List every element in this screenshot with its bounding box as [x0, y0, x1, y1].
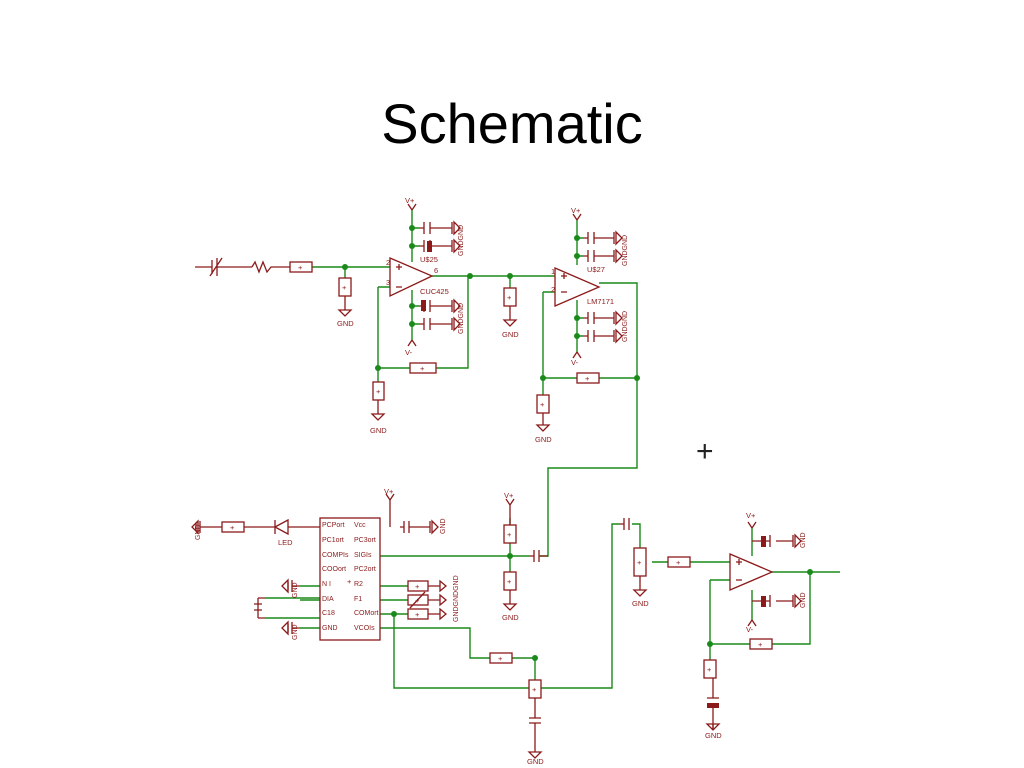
- vplus-label-1: V+: [405, 196, 415, 205]
- plus-r4: +: [376, 387, 381, 396]
- u25-label: U$25: [420, 255, 438, 264]
- gnd-label-5: GND: [502, 613, 519, 622]
- pin1-label-2: 1: [551, 267, 555, 276]
- gnd-label-v5: GND: [800, 532, 807, 548]
- gnd-label-v6: GND: [800, 592, 807, 608]
- pin3-label-1: 3: [386, 278, 390, 287]
- resistor-r14: [489, 652, 513, 664]
- vplus-label-2: V+: [571, 206, 581, 215]
- plus-r6: +: [585, 374, 590, 383]
- plus-r1: +: [298, 263, 303, 272]
- vplus-label-5: V+: [746, 511, 756, 520]
- plus-r8: +: [230, 523, 235, 532]
- vminus-label-3: V-: [746, 625, 754, 634]
- plus-chip: +: [347, 577, 352, 586]
- gnd-label-7: GND: [527, 757, 544, 766]
- resistor-r17: [667, 556, 691, 568]
- chip-right-pin-3: PC2ort: [354, 566, 376, 573]
- resistor-r3: [409, 362, 437, 374]
- chip-left-pin-5: DIA: [322, 596, 334, 603]
- vplus-label-3: V+: [384, 487, 394, 496]
- vplus-label-4: V+: [504, 491, 514, 500]
- plus-r16: +: [637, 558, 642, 567]
- pin2-label-2: 2: [551, 285, 555, 294]
- gnd-label-4: GND: [535, 435, 552, 444]
- led-label: LED: [278, 538, 293, 547]
- gnd-pair-label-3: GNDGND: [622, 235, 629, 266]
- chip-left-pin-2: COMPIs: [322, 552, 349, 559]
- plus-r9: +: [507, 530, 512, 539]
- gnd-label-v2: GND: [195, 524, 202, 540]
- chip-body: [319, 517, 381, 641]
- resistor-r1: [289, 261, 313, 273]
- chip-right-pin-6: COMort: [354, 610, 379, 617]
- chip-left-pin-4: N I: [322, 581, 331, 588]
- vminus-label-1: V-: [405, 348, 413, 357]
- slide-title: Schematic: [381, 92, 643, 155]
- gnd-pair-label-4: GNDGND: [622, 311, 629, 342]
- gnd-label-2: GND: [370, 426, 387, 435]
- gnd-label-v1: GND: [440, 518, 447, 534]
- resistor-r18: [749, 638, 773, 650]
- vminus-label-2: V-: [571, 358, 579, 367]
- chip-left-pin-3: COOort: [322, 566, 346, 573]
- plus-r13: +: [415, 610, 420, 619]
- gnd-label-8: GND: [705, 731, 722, 740]
- chip-right-pin-5: F1: [354, 596, 362, 603]
- components: [191, 203, 802, 759]
- resistor-r19: [703, 659, 717, 679]
- gnd-label-v3: GND: [292, 582, 299, 598]
- gnd-label-6: GND: [632, 599, 649, 608]
- plus-r5: +: [507, 293, 512, 302]
- junctions: [342, 225, 813, 661]
- plus-r18: +: [758, 640, 763, 649]
- gnd-label-1: GND: [337, 319, 354, 328]
- chip-right-pin-1: PC3ort: [354, 537, 376, 544]
- plus-r14: +: [498, 654, 503, 663]
- u27-label: U$27: [587, 265, 605, 274]
- chip-right-pin-7: VCOIs: [354, 625, 375, 632]
- chip-right-pin-2: SIGIs: [354, 552, 372, 559]
- plus-r12: +: [415, 596, 420, 605]
- plus-r7: +: [540, 400, 545, 409]
- chip-right-pin-0: Vcc: [354, 522, 366, 529]
- pin2-label-1: 2: [386, 258, 390, 267]
- plus-r3: +: [420, 364, 425, 373]
- labels: V+ V- V+ V- V+ V+ V+ V- U$25 CUC425 U$27…: [195, 196, 807, 766]
- gnd-triple-label: GNDGNDGND: [453, 575, 460, 622]
- pin6-label-1: 6: [434, 266, 438, 275]
- plus-r10: +: [507, 577, 512, 586]
- cuc425-label: CUC425: [420, 287, 449, 296]
- plus-r15: +: [532, 685, 537, 694]
- chip-left-pin-7: GND: [322, 625, 338, 632]
- plus-r19: +: [707, 665, 712, 674]
- plus-r17: +: [676, 558, 681, 567]
- chip-left-pin-1: PC1ort: [322, 537, 344, 544]
- gnd-pair-label-2: GNDGND: [458, 303, 465, 334]
- gnd-label-3: GND: [502, 330, 519, 339]
- cursor-crosshair-icon: +: [696, 435, 714, 468]
- chip-right-pin-4: R2: [354, 581, 363, 588]
- lm7171-label: LM7171: [587, 297, 614, 306]
- chip-left-pin-6: C18: [322, 610, 335, 617]
- gnd-pair-label-1: GNDGND: [458, 225, 465, 256]
- resistor-r6: [576, 372, 600, 384]
- plus-r2: +: [342, 283, 347, 292]
- gnd-label-v4: GND: [292, 624, 299, 640]
- chip-left-pin-0: PCPort: [322, 522, 345, 529]
- plus-r11: +: [415, 582, 420, 591]
